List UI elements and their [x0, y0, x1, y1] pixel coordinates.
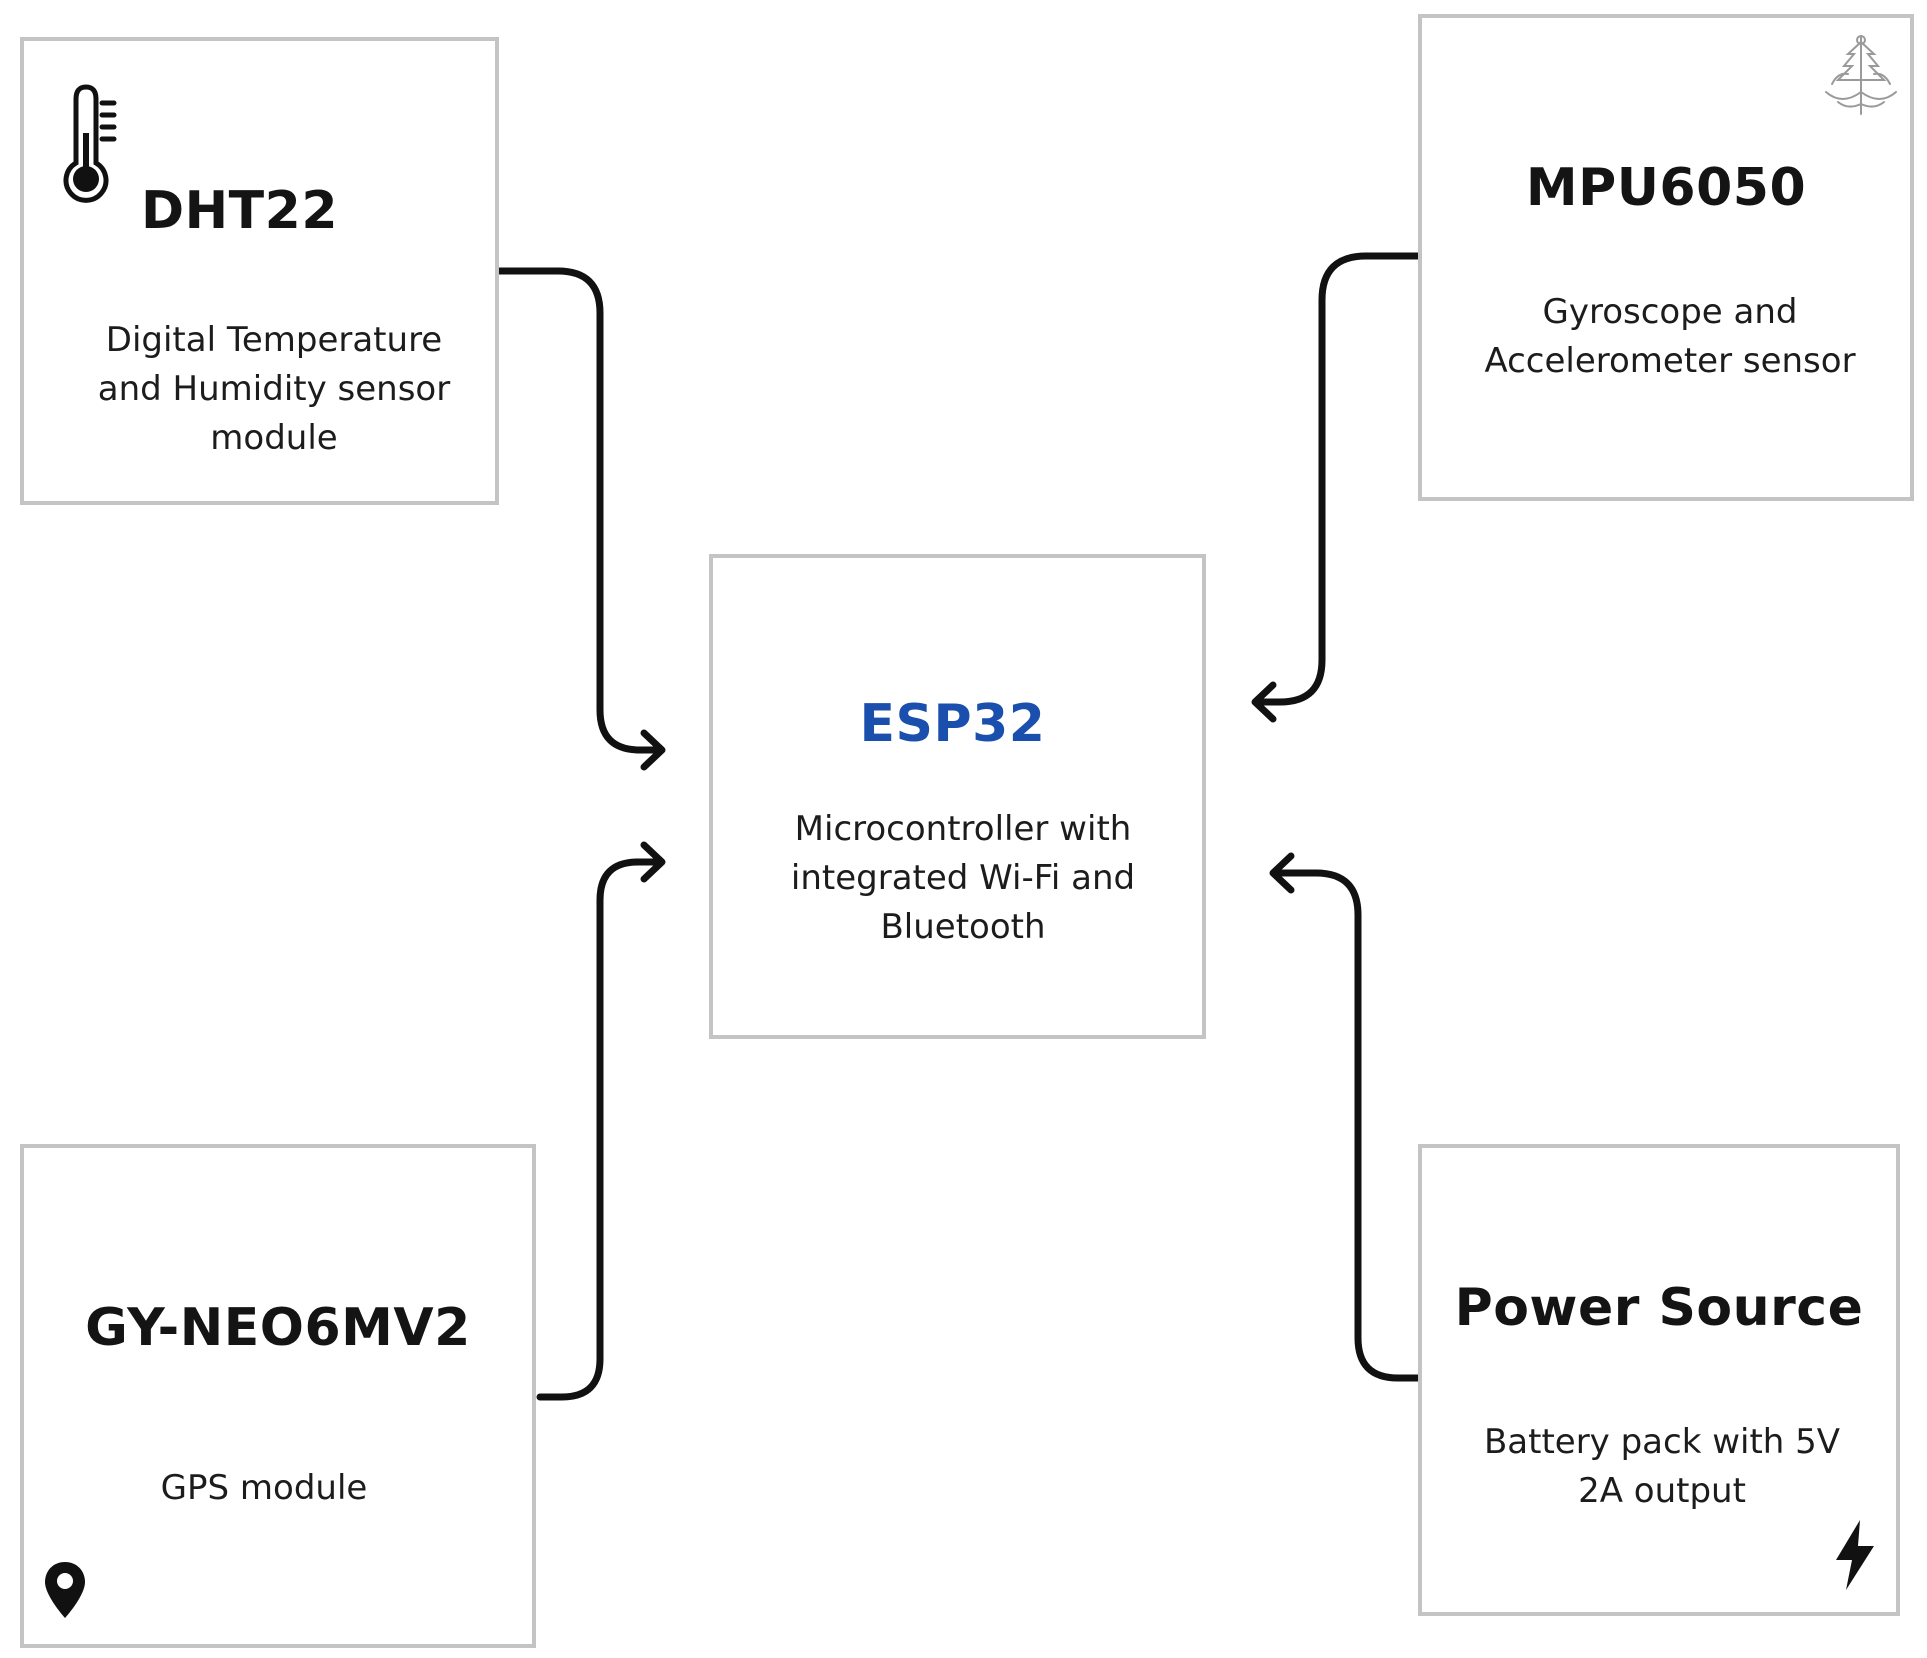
node-title: Power Source	[1454, 1278, 1864, 1338]
tree-logo-icon	[1818, 32, 1904, 118]
node-description: Battery pack with 5V 2A output	[1483, 1422, 1841, 1511]
node-mpu6050[interactable]: MPU6050 Gyroscope and Accelerometer sens…	[1418, 14, 1914, 501]
edge-gps-esp32	[536, 858, 664, 1401]
arrowhead-power-esp32	[1269, 852, 1295, 894]
node-description: Digital Temperature and Humidity sensor …	[97, 320, 451, 458]
node-description: GPS module	[160, 1468, 368, 1508]
edge-dht22-esp32	[494, 267, 664, 754]
lightning-bolt-icon	[1830, 1518, 1880, 1592]
node-gps[interactable]: GY-NEO6MV2 GPS module	[20, 1144, 536, 1648]
node-power[interactable]: Power Source Battery pack with 5V 2A out…	[1418, 1144, 1900, 1616]
node-dht22[interactable]: DHT22 Digital Temperature and Humidity s…	[20, 37, 499, 505]
node-esp32[interactable]: ESP32 Microcontroller with integrated Wi…	[709, 554, 1206, 1039]
node-description: Gyroscope and Accelerometer sensor	[1484, 292, 1856, 381]
node-description: Microcontroller with integrated Wi-Fi an…	[790, 809, 1136, 947]
node-title: DHT22	[140, 181, 339, 241]
node-title: ESP32	[859, 694, 1046, 754]
edge-mpu6050-esp32	[1252, 252, 1422, 706]
arrowhead-mpu6050-esp32	[1251, 681, 1277, 723]
arrowhead-gps-esp32	[640, 841, 666, 883]
arrowhead-dht22-esp32	[640, 729, 666, 771]
node-title: GY-NEO6MV2	[85, 1298, 471, 1358]
edge-power-esp32	[1270, 869, 1422, 1382]
map-pin-icon	[40, 1558, 90, 1624]
thermometer-icon	[44, 81, 124, 211]
node-title: MPU6050	[1525, 158, 1807, 218]
